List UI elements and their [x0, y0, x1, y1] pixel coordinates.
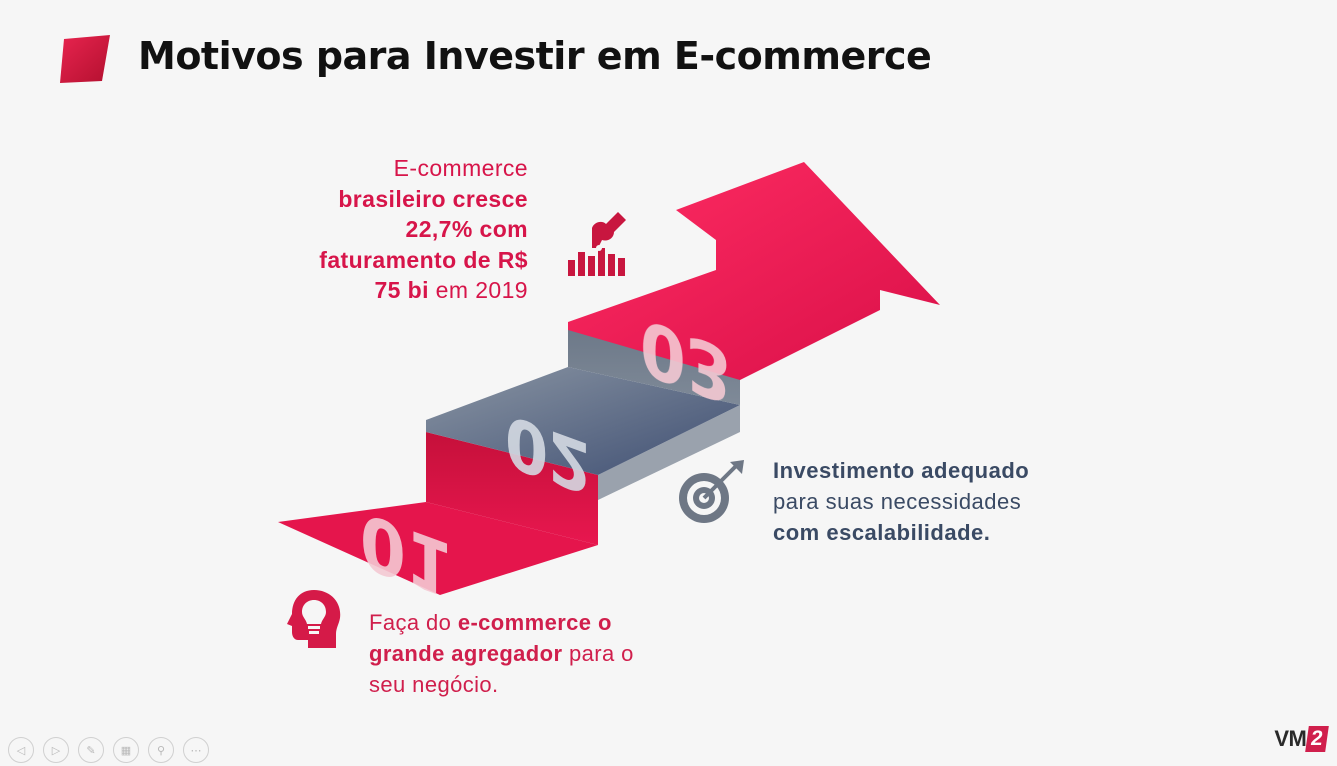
step-01-line-2: grande agregador para o — [369, 638, 709, 669]
step-03-line-4: faturamento de R$ — [319, 246, 528, 273]
step-02-line-1: Investimento adequado — [773, 458, 1030, 483]
next-slide-button[interactable]: ▷ — [43, 737, 69, 763]
step-01-line-3: seu negócio. — [369, 672, 499, 697]
head-lightbulb-icon — [287, 590, 341, 648]
step-03-line-5: 75 bi em 2019 — [220, 275, 528, 306]
step-03-line-2: brasileiro cresce — [338, 185, 528, 212]
vm2-logo: VM 2 — [1274, 726, 1329, 752]
step-02-text: Investimento adequado para suas necessid… — [773, 455, 1113, 548]
step-03-line-5-bold: 75 bi — [374, 277, 429, 303]
riser-01 — [426, 432, 598, 545]
step-03-line-1: E-commerce — [393, 155, 528, 181]
tread-02 — [426, 367, 740, 475]
step-03-line-3: 22,7% com — [405, 216, 528, 242]
slide-title: Motivos para Investir em E-commerce — [138, 34, 932, 78]
step-01-line-1-regular: Faça do — [369, 610, 458, 635]
step-02-line-2: para suas necessidades — [773, 489, 1022, 514]
tread-03-arrow — [568, 162, 940, 380]
logo-box: 2 — [1305, 726, 1329, 752]
step-03-text: E-commerce brasileiro cresce 22,7% com f… — [220, 153, 528, 306]
logo-text: VM — [1274, 726, 1307, 751]
see-all-slides-button[interactable]: ▦ — [113, 737, 139, 763]
hand-bar-chart-icon — [568, 212, 626, 276]
target-arrow-icon — [679, 460, 744, 523]
tread-02-side — [598, 405, 740, 500]
presentation-controls: ◁ ▷ ✎ ▦ ⚲ ⋯ — [8, 737, 209, 763]
more-options-button[interactable]: ⋯ — [183, 737, 209, 763]
riser-02 — [568, 322, 740, 405]
previous-slide-button[interactable]: ◁ — [8, 737, 34, 763]
tread-01 — [278, 502, 598, 595]
step-01-line-2-regular: para o — [562, 641, 634, 666]
step-01-line-1-bold: e-commerce o — [457, 610, 612, 635]
step-02-line-3: com escalabilidade. — [773, 520, 991, 545]
zoom-button[interactable]: ⚲ — [148, 737, 174, 763]
pen-tool-button[interactable]: ✎ — [78, 737, 104, 763]
step-01-text: Faça do e-commerce o grande agregador pa… — [369, 607, 709, 700]
step-01-line-1: Faça do e-commerce o — [369, 607, 709, 638]
title-mark-icon — [60, 35, 110, 83]
step-01-line-2-bold: grande agregador — [369, 641, 563, 666]
step-03-line-5-regular: em 2019 — [428, 277, 528, 303]
